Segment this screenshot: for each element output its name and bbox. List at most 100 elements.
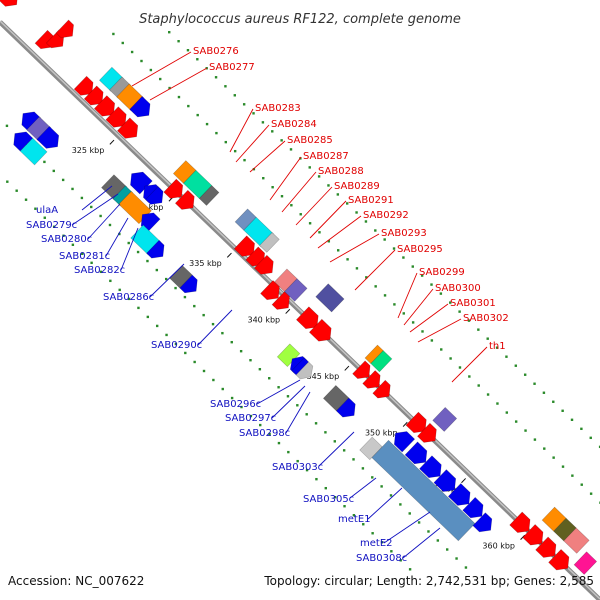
guide-dot bbox=[289, 148, 293, 151]
gene-label-sab0291[interactable]: SAB0291 bbox=[348, 195, 394, 206]
gene-label-sab0305c[interactable]: SAB0305c bbox=[303, 494, 354, 505]
guide-dot bbox=[514, 364, 518, 367]
guide-dot bbox=[333, 495, 337, 499]
guide-dot bbox=[196, 113, 199, 117]
reverse-leader-line bbox=[87, 203, 121, 240]
guide-dot bbox=[202, 313, 205, 317]
guide-dot bbox=[455, 557, 458, 560]
gene-label-sab0283[interactable]: SAB0283 bbox=[255, 103, 301, 114]
gene-label-sab0293[interactable]: SAB0293 bbox=[381, 228, 427, 239]
gene-label-sab0301[interactable]: SAB0301 bbox=[450, 298, 496, 309]
gene-arrow bbox=[253, 254, 274, 275]
guide-dot bbox=[261, 121, 265, 124]
gene-box bbox=[573, 551, 598, 575]
gene-label-sab0284[interactable]: SAB0284 bbox=[271, 119, 317, 130]
guide-dot bbox=[380, 541, 384, 544]
gene-label-sab0279c[interactable]: SAB0279c bbox=[26, 220, 77, 231]
guide-dot bbox=[296, 459, 299, 463]
guide-dot bbox=[315, 477, 318, 481]
guide-dot bbox=[342, 449, 346, 452]
guide-dot bbox=[305, 468, 309, 472]
guide-dot bbox=[392, 247, 396, 250]
gene-arrow bbox=[295, 361, 314, 380]
guide-dot bbox=[399, 559, 402, 562]
gene-label-sab0289[interactable]: SAB0289 bbox=[334, 181, 380, 192]
gene-label-sab0276[interactable]: SAB0276 bbox=[193, 46, 239, 57]
guide-dot bbox=[327, 240, 331, 243]
forward-leader-line bbox=[329, 233, 380, 263]
guide-dot bbox=[99, 270, 103, 274]
accession-text: Accession: NC_007622 bbox=[8, 574, 144, 588]
gene-arrow bbox=[271, 291, 290, 310]
gene-label-sab0282c[interactable]: SAB0282c bbox=[74, 265, 125, 276]
gene-label-sab0277[interactable]: SAB0277 bbox=[209, 62, 255, 73]
reverse-leader-line bbox=[120, 227, 139, 271]
guide-dot bbox=[146, 259, 149, 263]
gene-label-sab0290c[interactable]: SAB0290c bbox=[151, 340, 202, 351]
guide-dot bbox=[155, 324, 159, 328]
gene-label-sab0302[interactable]: SAB0302 bbox=[463, 313, 509, 324]
guide-dot bbox=[268, 377, 271, 380]
reverse-leader-line bbox=[402, 527, 441, 559]
guide-dot bbox=[130, 50, 134, 54]
gene-label-sab0299[interactable]: SAB0299 bbox=[419, 267, 465, 278]
guide-dot bbox=[290, 204, 293, 207]
gene-label-sab0298c[interactable]: SAB0298c bbox=[239, 428, 290, 439]
forward-leader-line bbox=[309, 200, 347, 239]
gene-label-sab0292[interactable]: SAB0292 bbox=[363, 210, 409, 221]
guide-dot bbox=[324, 431, 327, 434]
guide-dot bbox=[177, 95, 181, 99]
guide-dot bbox=[52, 169, 55, 173]
guide-dot bbox=[458, 366, 462, 369]
guide-dot bbox=[230, 396, 234, 400]
gene-label-mete1[interactable]: metE1 bbox=[338, 514, 371, 525]
gene-label-sab0297c[interactable]: SAB0297c bbox=[225, 413, 276, 424]
guide-dot bbox=[505, 355, 508, 358]
gene-label-sab0286c[interactable]: SAB0286c bbox=[103, 292, 154, 303]
guide-dot bbox=[71, 187, 74, 191]
gene-label-sab0308c[interactable]: SAB0308c bbox=[356, 553, 407, 564]
guide-dot bbox=[5, 124, 9, 128]
guide-dot bbox=[224, 85, 227, 88]
guide-dot bbox=[580, 483, 583, 486]
kbp-tick-label: 345 kbp bbox=[307, 372, 340, 381]
gene-arrow bbox=[335, 397, 356, 418]
gene-label-th1[interactable]: th1 bbox=[489, 341, 506, 352]
forward-leader-line bbox=[229, 108, 254, 153]
guide-dot bbox=[352, 514, 356, 517]
guide-dot bbox=[286, 395, 290, 398]
guide-dot bbox=[383, 238, 386, 241]
gene-label-sab0281c[interactable]: SAB0281c bbox=[59, 251, 110, 262]
gene-label-sab0285[interactable]: SAB0285 bbox=[287, 135, 333, 146]
gene-arrow bbox=[260, 280, 280, 301]
gene-arrow bbox=[83, 85, 104, 106]
gene-label-sab0296c[interactable]: SAB0296c bbox=[210, 399, 261, 410]
gene-features bbox=[0, 0, 598, 575]
gene-arrow bbox=[140, 212, 161, 233]
gene-label-sab0288[interactable]: SAB0288 bbox=[318, 166, 364, 177]
guide-dot bbox=[361, 467, 365, 470]
guide-dot bbox=[230, 340, 233, 344]
gene-label-sab0303c[interactable]: SAB0303c bbox=[272, 462, 323, 473]
gene-label-mete2[interactable]: metE2 bbox=[360, 538, 393, 549]
gene-arrow bbox=[105, 106, 127, 128]
gene-label-sab0287[interactable]: SAB0287 bbox=[303, 151, 349, 162]
gene-label-sab0280c[interactable]: SAB0280c bbox=[41, 234, 92, 245]
gene-arrow bbox=[116, 117, 139, 139]
map-title: Staphylococcus aureus RF122, complete ge… bbox=[139, 12, 461, 27]
gene-label-sab0300[interactable]: SAB0300 bbox=[435, 283, 481, 294]
forward-leader-line bbox=[397, 272, 418, 319]
guide-dot bbox=[374, 229, 377, 232]
guide-dot bbox=[80, 196, 84, 200]
guide-dot bbox=[477, 384, 480, 387]
gene-label-sab0295[interactable]: SAB0295 bbox=[397, 244, 443, 255]
gene-label-ulaa[interactable]: ulaA bbox=[36, 205, 58, 216]
kbp-tick-label: 340 kbp bbox=[248, 315, 281, 324]
guide-dot bbox=[436, 539, 440, 542]
guide-dot bbox=[362, 523, 365, 526]
guide-dot bbox=[112, 32, 115, 36]
forward-gene-labels: SAB0276 SAB0277 SAB0283 SAB0284 SAB0285 … bbox=[193, 46, 509, 352]
guide-dot bbox=[212, 378, 215, 382]
guide-dot bbox=[533, 438, 537, 441]
guide-dot bbox=[61, 178, 65, 182]
